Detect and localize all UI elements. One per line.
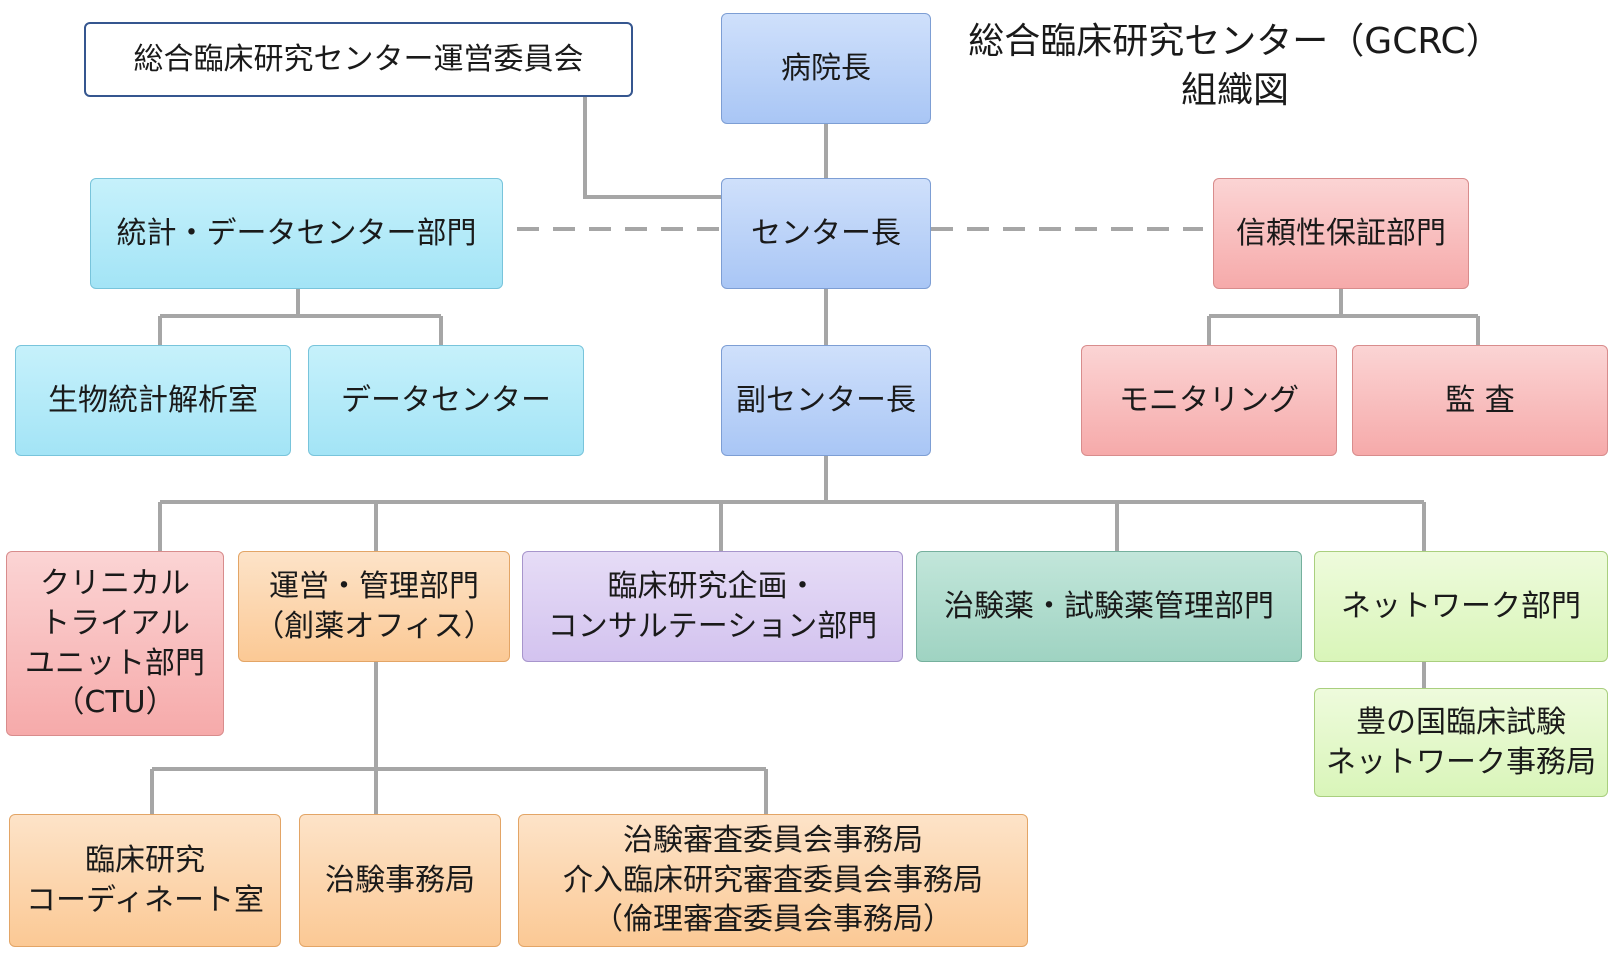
center-director-box: センター長: [721, 178, 931, 289]
management-dept-box: 運営・管理部門 （創薬オフィス）: [238, 551, 510, 662]
solid-connectors: [150, 97, 1480, 814]
steering-committee-box: 総合臨床研究センター運営委員会: [84, 22, 633, 97]
connector-committee-to-center: [583, 97, 721, 199]
chart-title-line1: 総合臨床研究センター（GCRC）: [968, 21, 1502, 62]
connector-reliability-branch: [1207, 289, 1480, 345]
chart-title: 総合臨床研究センター（GCRC） 組織図: [935, 18, 1535, 115]
biostats-room-box: 生物統計解析室: [15, 345, 291, 456]
connector-vice-branch: [158, 456, 1426, 551]
data-center-box: データセンター: [308, 345, 584, 456]
chart-title-line2: 組織図: [1180, 69, 1289, 111]
trial-office-box: 治験事務局: [299, 814, 501, 947]
vice-director-box: 副センター長: [721, 345, 931, 456]
connector-stats-branch: [158, 289, 443, 345]
hospital-director-box: 病院長: [721, 13, 931, 124]
reliability-dept-box: 信頼性保証部門: [1213, 178, 1469, 289]
monitoring-box: モニタリング: [1081, 345, 1337, 456]
crc-room-box: 臨床研究 コーディネート室: [9, 814, 281, 947]
network-dept-box: ネットワーク部門: [1314, 551, 1608, 662]
irb-office-box: 治験審査委員会事務局 介入臨床研究審査委員会事務局 （倫理審査委員会事務局）: [518, 814, 1028, 947]
network-office-box: 豊の国臨床試験 ネットワーク事務局: [1314, 688, 1608, 797]
planning-dept-box: 臨床研究企画・ コンサルテーション部門: [522, 551, 903, 662]
ctu-box: クリニカル トライアル ユニット部門 （CTU）: [6, 551, 224, 736]
audit-box: 監 査: [1352, 345, 1608, 456]
connector-management-branch: [150, 662, 768, 814]
drug-management-dept-box: 治験薬・試験薬管理部門: [916, 551, 1302, 662]
stats-data-dept-box: 統計・データセンター部門: [90, 178, 503, 289]
